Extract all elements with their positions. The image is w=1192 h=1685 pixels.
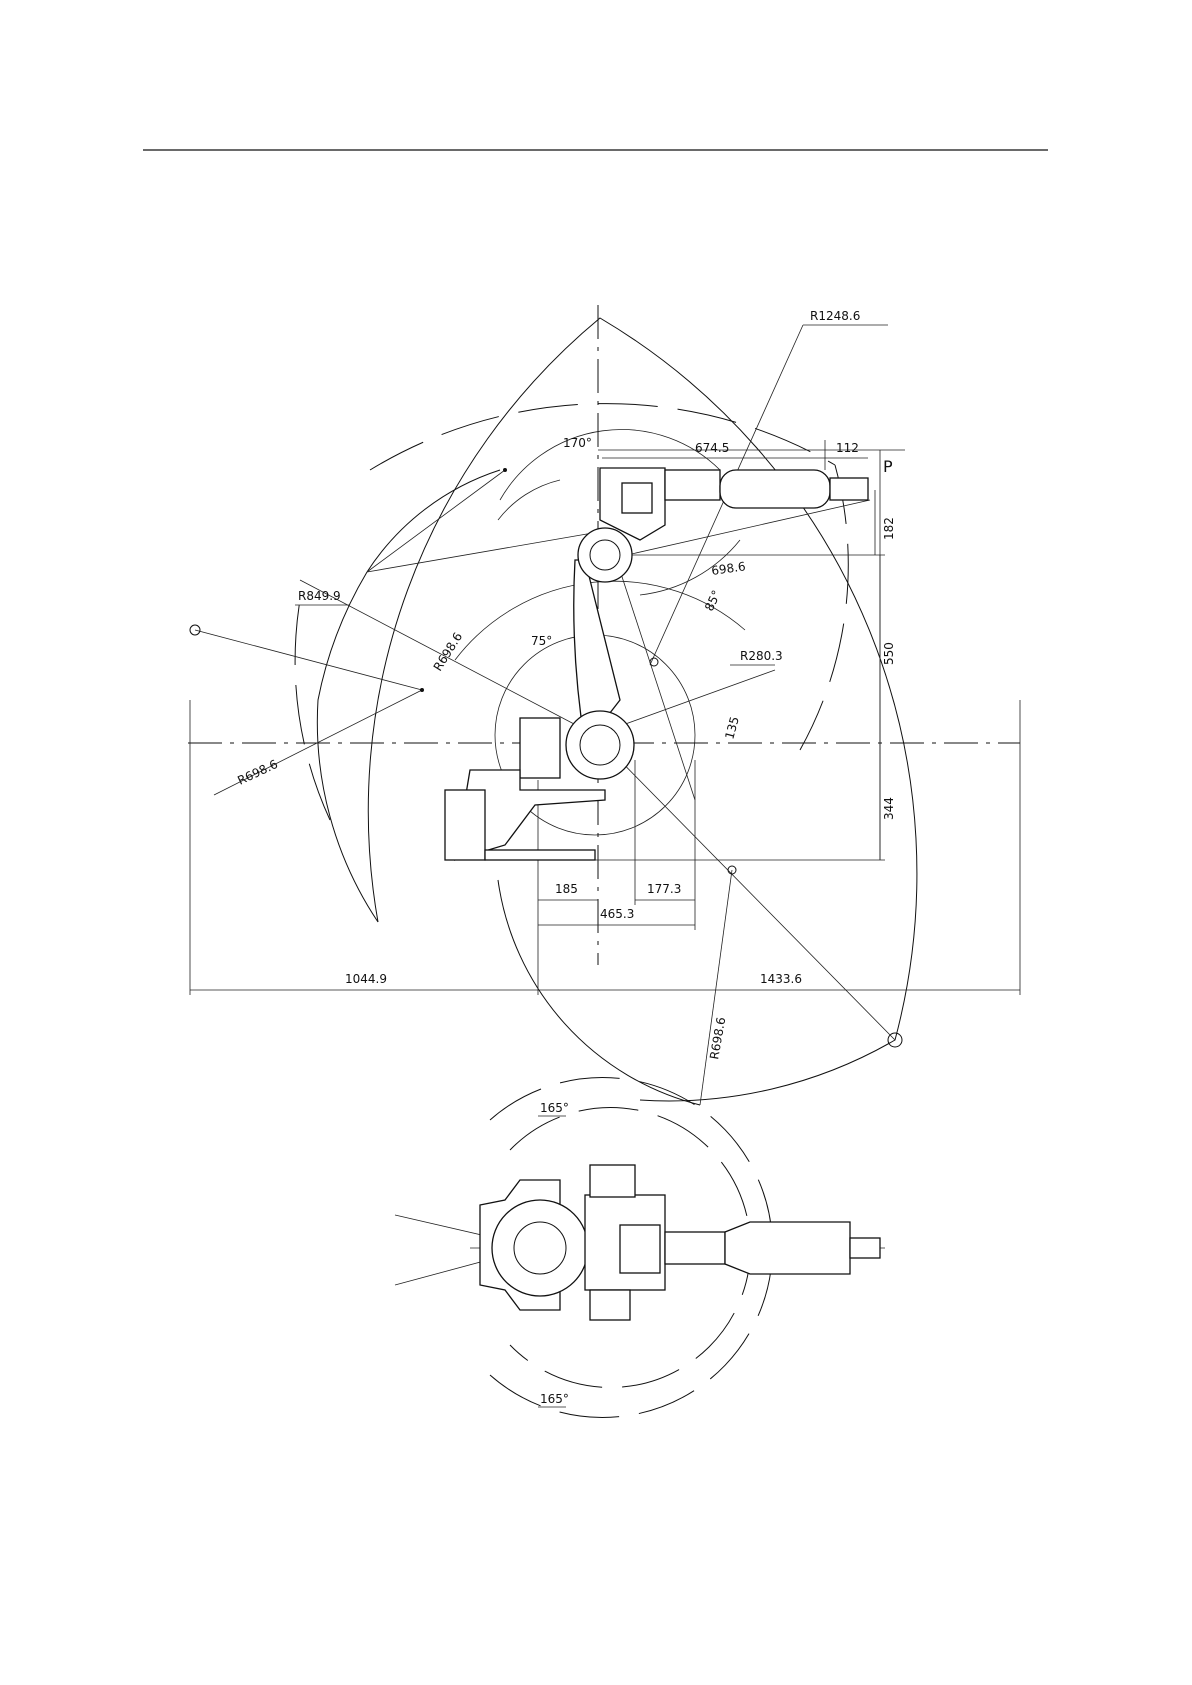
left-hook-arc — [317, 572, 378, 922]
wrist-motor — [622, 483, 652, 513]
forearm-body — [720, 470, 830, 508]
reach-arc-dashed — [370, 404, 835, 470]
radius-line-4 — [367, 470, 505, 572]
elbow-joint-inner — [590, 540, 620, 570]
base-housing — [520, 718, 560, 778]
base-plate — [445, 790, 485, 860]
radius-line-1 — [195, 630, 422, 690]
shoulder-joint-inner — [580, 725, 620, 765]
label-r698-left: R698.6 — [235, 757, 280, 788]
label-r698-lower: R698.6 — [707, 1016, 728, 1060]
top-forearm-body — [725, 1222, 850, 1274]
outer-envelope-arc — [368, 318, 917, 1101]
label-r280: R280.3 — [740, 649, 783, 663]
label-550: 550 — [882, 642, 896, 665]
inner-left-arc — [367, 470, 500, 572]
label-a85: 85° — [702, 588, 724, 613]
label-185: 185 — [555, 882, 578, 896]
side-view: R1248.6 674.5 112 P 170° 182 698.6 85° R… — [188, 305, 1020, 1105]
robot-top-body — [480, 1165, 880, 1320]
radius-line-3 — [367, 530, 610, 572]
label-112: 112 — [836, 441, 859, 455]
base-foot — [485, 850, 595, 860]
label-a165-bottom: 165° — [540, 1392, 569, 1406]
label-a165-top: 165° — [540, 1101, 569, 1115]
lower-envelope-arc — [498, 880, 700, 1105]
label-p: P — [883, 457, 893, 476]
robot-side-body — [445, 468, 868, 860]
label-1044: 1044.9 — [345, 972, 387, 986]
label-a75: 75° — [531, 634, 552, 648]
label-r1248: R1248.6 — [810, 309, 860, 323]
radius-line-7 — [595, 735, 895, 1040]
top-motor-lower — [590, 1290, 630, 1320]
reach-arc-dashed-left — [295, 600, 330, 820]
inner-mid-arc — [498, 480, 560, 520]
radius-line-6 — [700, 870, 732, 1105]
label-674: 674.5 — [695, 441, 729, 455]
ref-point-bend — [420, 688, 424, 692]
label-344: 344 — [882, 797, 896, 820]
ref-point-top — [503, 468, 507, 472]
label-465: 465.3 — [600, 907, 634, 921]
forearm-tube — [665, 470, 720, 500]
tool-flange — [830, 478, 868, 500]
top-view: 165° 165° — [395, 1078, 885, 1418]
top-turntable-inner — [514, 1222, 566, 1274]
label-182: 182 — [882, 517, 896, 540]
top-forearm-tube — [665, 1232, 725, 1264]
label-a170: 170° — [563, 436, 592, 450]
top-motor-upper — [590, 1165, 635, 1197]
top-tool-flange — [850, 1238, 880, 1258]
label-135: 135 — [722, 715, 741, 741]
label-r849: R849.9 — [298, 589, 341, 603]
label-177: 177.3 — [647, 882, 681, 896]
label-698-arm: 698.6 — [710, 559, 746, 578]
top-elbow-block — [620, 1225, 660, 1273]
label-1433: 1433.6 — [760, 972, 802, 986]
